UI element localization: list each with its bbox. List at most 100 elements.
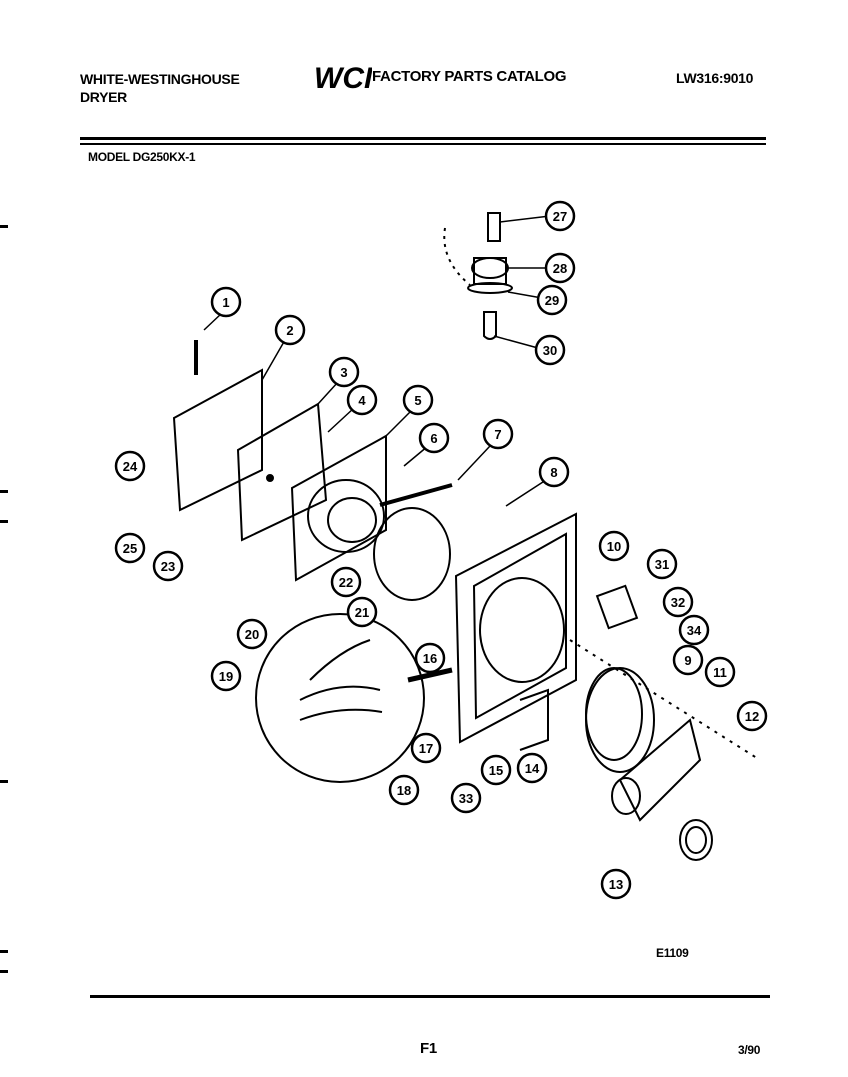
callout-label: 1	[222, 295, 229, 310]
catalog-title: FACTORY PARTS CATALOG	[372, 68, 567, 85]
callout-4: 4	[346, 384, 378, 416]
callout-20: 20	[236, 618, 268, 650]
model-number: MODEL DG250KX-1	[88, 150, 196, 164]
callout-label: 2	[286, 323, 293, 338]
scan-edge-mark	[0, 490, 8, 493]
callout-1: 1	[210, 286, 242, 318]
callout-8: 8	[538, 456, 570, 488]
part-29-gasket	[467, 282, 513, 294]
diagram-reference-code: E1109	[656, 946, 689, 960]
callout-group: 1 2 3 4 5 6 7 8 9 10 11 12 13 14 15 16 1…	[114, 200, 768, 900]
scan-edge-mark	[0, 520, 8, 523]
callout-label: 12	[745, 709, 759, 724]
callout-34: 34	[678, 614, 710, 646]
callout-21: 21	[346, 596, 378, 628]
part-9-ring-inner	[585, 667, 643, 761]
callout-label: 27	[553, 209, 567, 224]
callout-label: 7	[494, 427, 501, 442]
callout-label: 4	[358, 393, 366, 408]
callout-12: 12	[736, 700, 768, 732]
callout-label: 10	[607, 539, 621, 554]
part-13-bushing-inner	[685, 826, 707, 854]
scan-edge-mark	[0, 970, 8, 973]
part-30-bulb	[483, 311, 497, 340]
leader-4	[327, 407, 355, 433]
date-code: 3/90	[738, 1043, 761, 1057]
brand-name: WHITE-WESTINGHOUSE	[80, 71, 240, 87]
callout-10: 10	[598, 530, 630, 562]
callout-14: 14	[516, 752, 548, 784]
leader-bar-7	[379, 483, 453, 507]
callout-label: 16	[423, 651, 437, 666]
part-3-insulation	[236, 402, 328, 542]
dashed-leader-top	[443, 227, 471, 286]
callout-label: 33	[459, 791, 473, 806]
insulation-hole	[266, 474, 274, 482]
callout-label: 13	[609, 877, 623, 892]
detail-leader-bar	[407, 667, 453, 683]
callout-5: 5	[402, 384, 434, 416]
callout-label: 19	[219, 669, 233, 684]
product-type: DRYER	[80, 89, 127, 105]
callout-label: 22	[339, 575, 353, 590]
callout-24: 24	[114, 450, 146, 482]
callout-label: 32	[671, 595, 685, 610]
scan-edge-mark	[0, 225, 8, 228]
part-11-hinge-eye	[611, 777, 641, 815]
callout-label: 8	[550, 465, 557, 480]
callout-13: 13	[600, 868, 632, 900]
callout-2: 2	[274, 314, 306, 346]
callout-15: 15	[480, 754, 512, 786]
callout-label: 17	[419, 741, 433, 756]
callout-label: 6	[430, 431, 437, 446]
callout-label: 23	[161, 559, 175, 574]
header-rule-secondary	[80, 143, 766, 145]
callout-label: 31	[655, 557, 669, 572]
part-9-ring	[585, 667, 655, 773]
callout-label: 18	[397, 783, 411, 798]
part-28-housing	[473, 257, 507, 285]
part-5-front-panel	[290, 434, 387, 582]
part-28-plate	[471, 257, 509, 279]
part-13-bushing	[679, 819, 713, 861]
part-16-door-inner	[472, 532, 567, 720]
detail-hinge-curves	[299, 639, 383, 721]
callout-30: 30	[534, 334, 566, 366]
leader-29	[507, 291, 543, 299]
part-5-drum-opening	[307, 479, 385, 553]
callout-label: 29	[545, 293, 559, 308]
callout-9: 9	[672, 644, 704, 676]
callout-label: 25	[123, 541, 137, 556]
part-22-seal	[373, 507, 451, 601]
callout-25: 25	[114, 532, 146, 564]
dashed-leader-hinge	[569, 639, 761, 761]
callout-23: 23	[152, 550, 184, 582]
callout-16: 16	[414, 642, 446, 674]
leader-5	[385, 409, 413, 437]
leader-1	[203, 312, 223, 331]
document-number: LW316:9010	[676, 70, 754, 86]
part-31-button	[595, 584, 639, 630]
header-rule	[80, 137, 766, 140]
scan-edge-mark	[0, 780, 8, 783]
callout-28: 28	[544, 252, 576, 284]
callout-19: 19	[210, 660, 242, 692]
logo-text: WCI	[314, 62, 372, 92]
callout-18: 18	[388, 774, 420, 806]
scan-edge-mark	[0, 950, 8, 953]
part-11-hinge-arm	[618, 718, 702, 822]
detail-circle	[255, 613, 425, 783]
callout-31: 31	[646, 548, 678, 580]
callout-label: 30	[543, 343, 557, 358]
leader-8	[505, 479, 547, 507]
footer-rule	[90, 995, 770, 998]
callout-label: 15	[489, 763, 503, 778]
callout-3: 3	[328, 356, 360, 388]
leader-7	[457, 445, 491, 481]
callout-label: 34	[687, 623, 702, 638]
part-2-panel	[172, 368, 263, 512]
leader-30	[493, 335, 539, 349]
part-15-hinge	[519, 688, 549, 751]
callout-label: 3	[340, 365, 347, 380]
leader-27	[499, 215, 551, 223]
